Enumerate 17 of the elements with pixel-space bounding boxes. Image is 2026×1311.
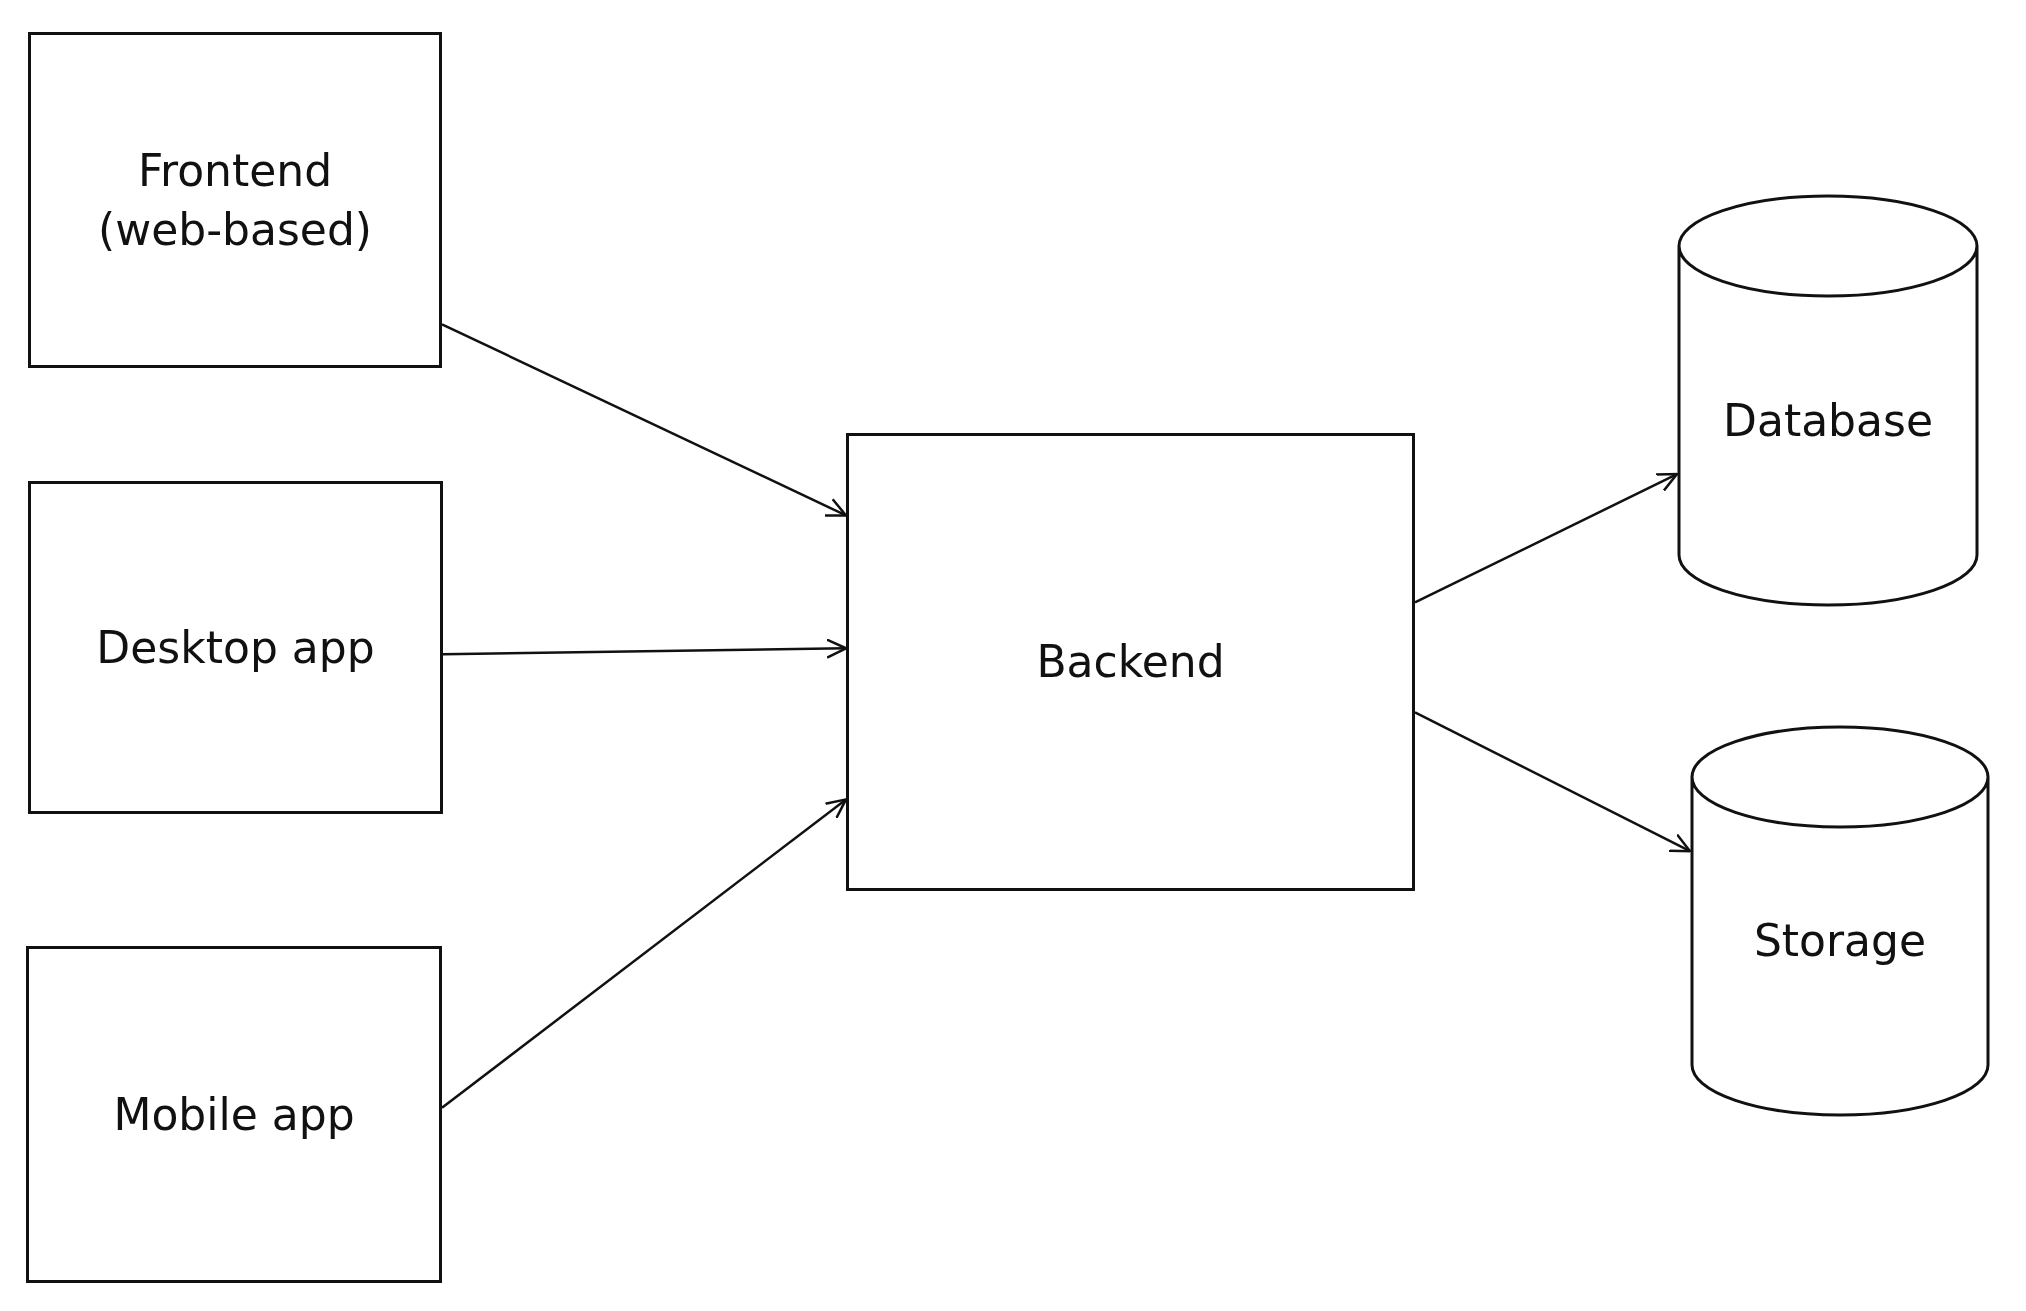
node-label: Desktop app [96, 620, 375, 675]
node-label: Database [1723, 393, 1933, 448]
node-label: Storage [1753, 914, 1927, 969]
process-box [26, 946, 442, 1283]
database-cylinder [1690, 727, 1990, 1115]
arrow [1414, 472, 1679, 604]
node-label: Frontend (web-based) [97, 143, 373, 257]
process-box [846, 433, 1415, 891]
process-box [28, 32, 442, 368]
node-label: Backend [1036, 635, 1225, 690]
node-label: Mobile app [113, 1087, 355, 1142]
process-box [28, 481, 443, 814]
arrow [441, 323, 848, 517]
database-cylinder [1677, 196, 1979, 605]
arrow [443, 638, 848, 659]
arrow [441, 798, 848, 1109]
arrow [1414, 711, 1692, 853]
